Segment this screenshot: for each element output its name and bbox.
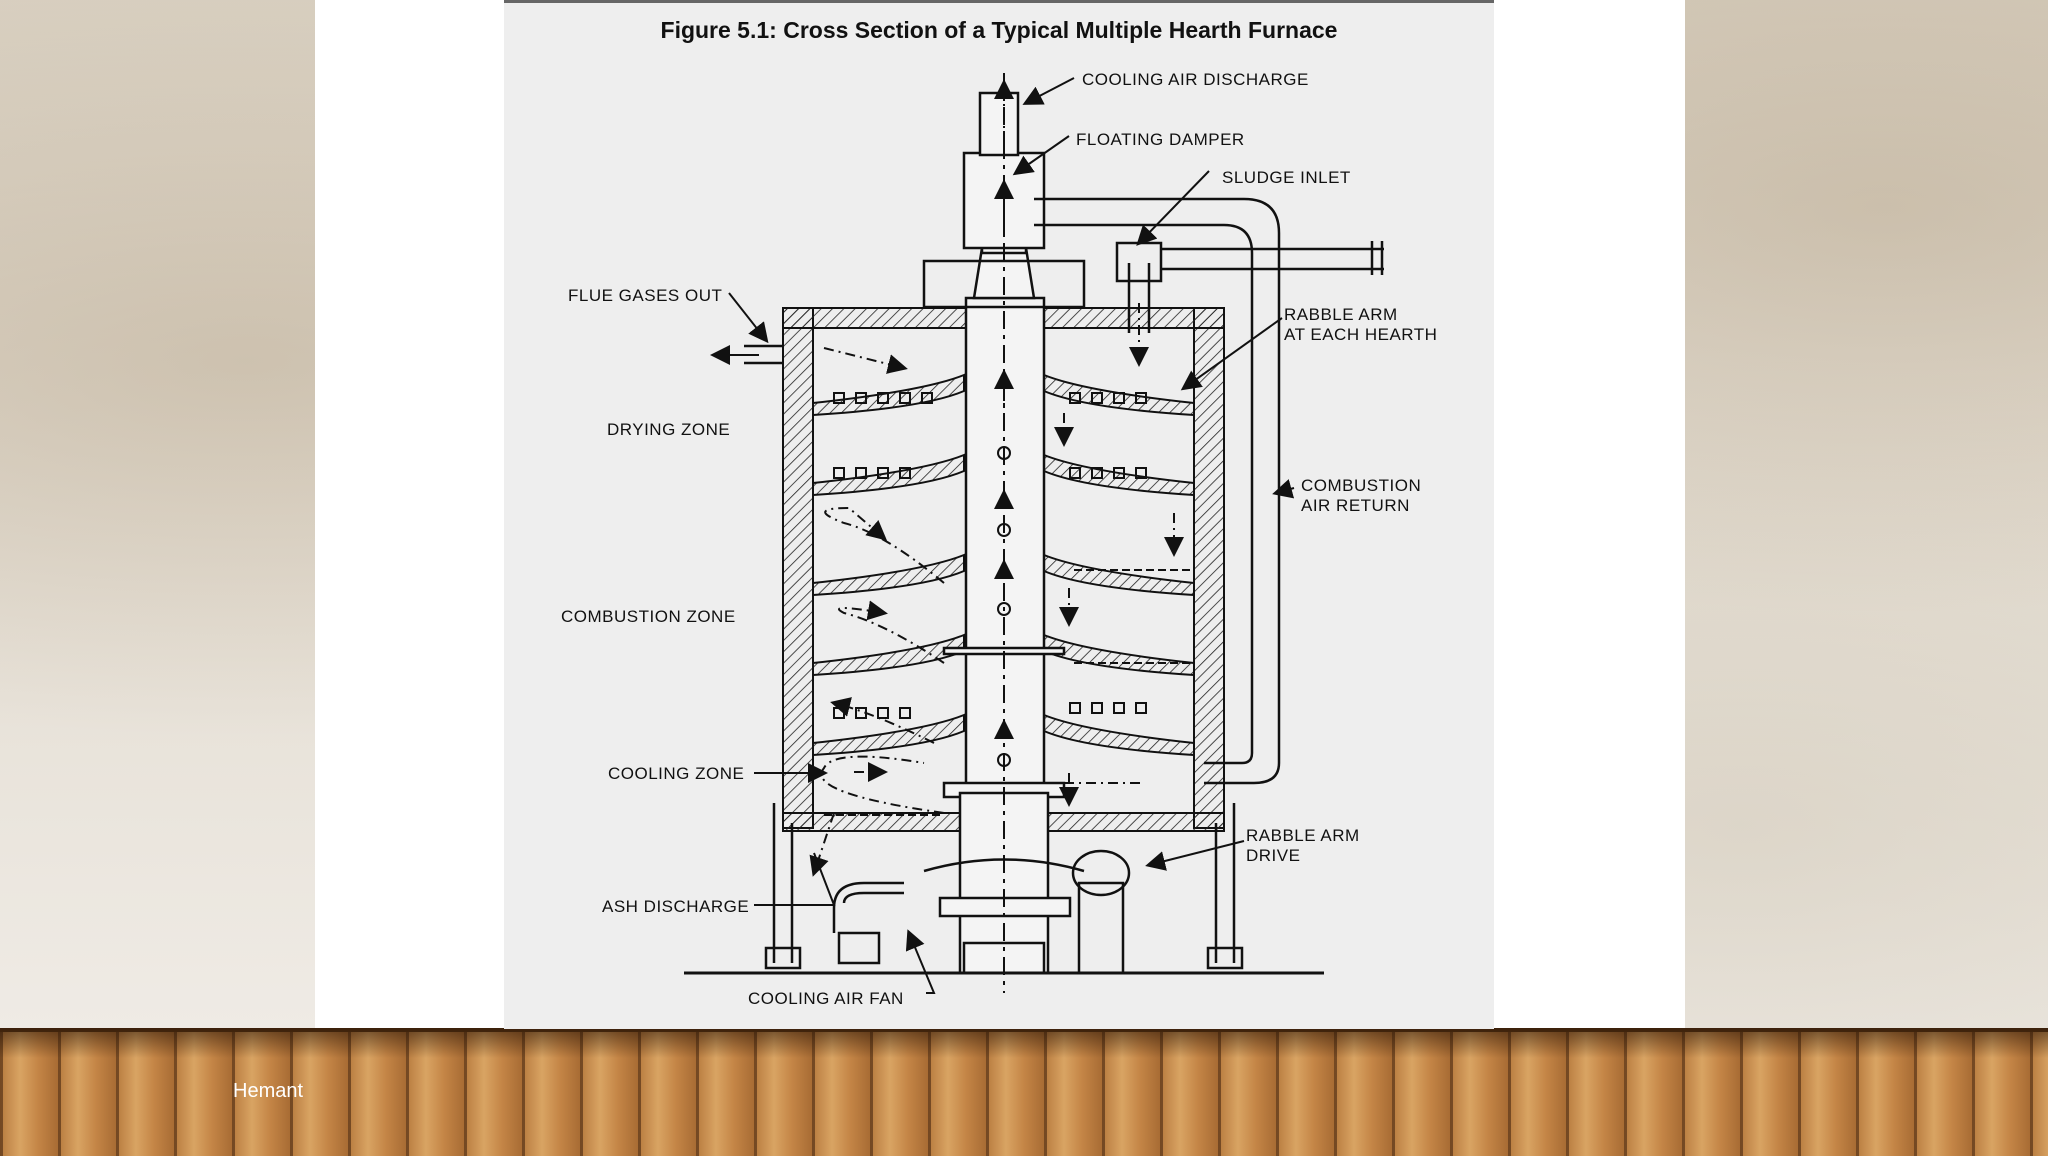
footer-author: Hemant [233,1080,304,1102]
label-combustion-air-2: AIR RETURN [1301,496,1410,515]
leader-lines [728,77,1295,994]
label-cooling-air-fan: COOLING AIR FAN [748,989,904,1008]
label-rabble-drive-2: DRIVE [1246,846,1301,865]
label-ash-discharge: ASH DISCHARGE [602,897,750,916]
label-combustion-air-1: COMBUSTION [1301,476,1422,495]
shaft-ports [997,446,1011,767]
label-floating-damper: FLOATING DAMPER [1076,130,1245,149]
label-cooling-air-discharge: COOLING AIR DISCHARGE [1082,70,1309,89]
support-legs [684,803,1324,975]
label-cooling-zone: COOLING ZONE [608,764,745,783]
flue-gas-pipe [710,344,783,365]
label-rabble-drive-1: RABBLE ARM [1246,826,1360,845]
label-rabble-arm-2: AT EACH HEARTH [1284,325,1438,344]
floor-shadow [0,1028,2048,1058]
label-flue-gases-out: FLUE GASES OUT [568,286,723,305]
furnace-figure: Figure 5.1: Cross Section of a Typical M… [504,0,1494,1029]
label-sludge-inlet: SLUDGE INLET [1222,168,1351,187]
label-rabble-arm-1: RABBLE ARM [1284,305,1398,324]
figure-title: Figure 5.1: Cross Section of a Typical M… [660,17,1338,43]
rabble-arm-teeth [833,392,1147,719]
hearth-dashes [824,569,1194,816]
furnace-diagram [684,73,1384,994]
label-combustion-zone: COMBUSTION ZONE [561,607,736,626]
label-drying-zone: DRYING ZONE [607,420,731,439]
